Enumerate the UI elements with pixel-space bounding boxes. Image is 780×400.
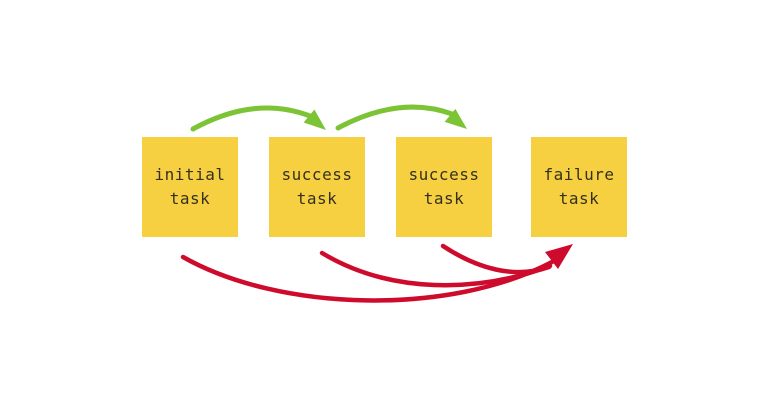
node-failure-task: failure task: [531, 137, 627, 237]
failure-arrowhead: [545, 244, 573, 269]
success-arrow-2-to-3: [335, 104, 455, 131]
node-label-line: initial: [154, 165, 226, 185]
failure-arrow-from-success-1: [319, 250, 553, 288]
node-label-line: success: [281, 165, 353, 185]
node-label-line: failure: [543, 165, 615, 185]
success-arrowhead-1-to-2: [303, 109, 326, 130]
node-label-line: task: [296, 189, 338, 208]
node-initial-task: initial task: [142, 137, 238, 237]
failure-arrow-from-success-2: [440, 243, 552, 275]
node-label-line: success: [408, 165, 480, 185]
node-label-line: task: [169, 189, 211, 208]
node-label-line: task: [558, 189, 600, 208]
node-label-line: task: [423, 189, 465, 208]
node-success-task-1: success task: [269, 137, 365, 237]
success-arrowhead-2-to-3: [444, 108, 467, 129]
node-success-task-2: success task: [396, 137, 492, 237]
success-arrow-1-to-2: [190, 105, 313, 132]
